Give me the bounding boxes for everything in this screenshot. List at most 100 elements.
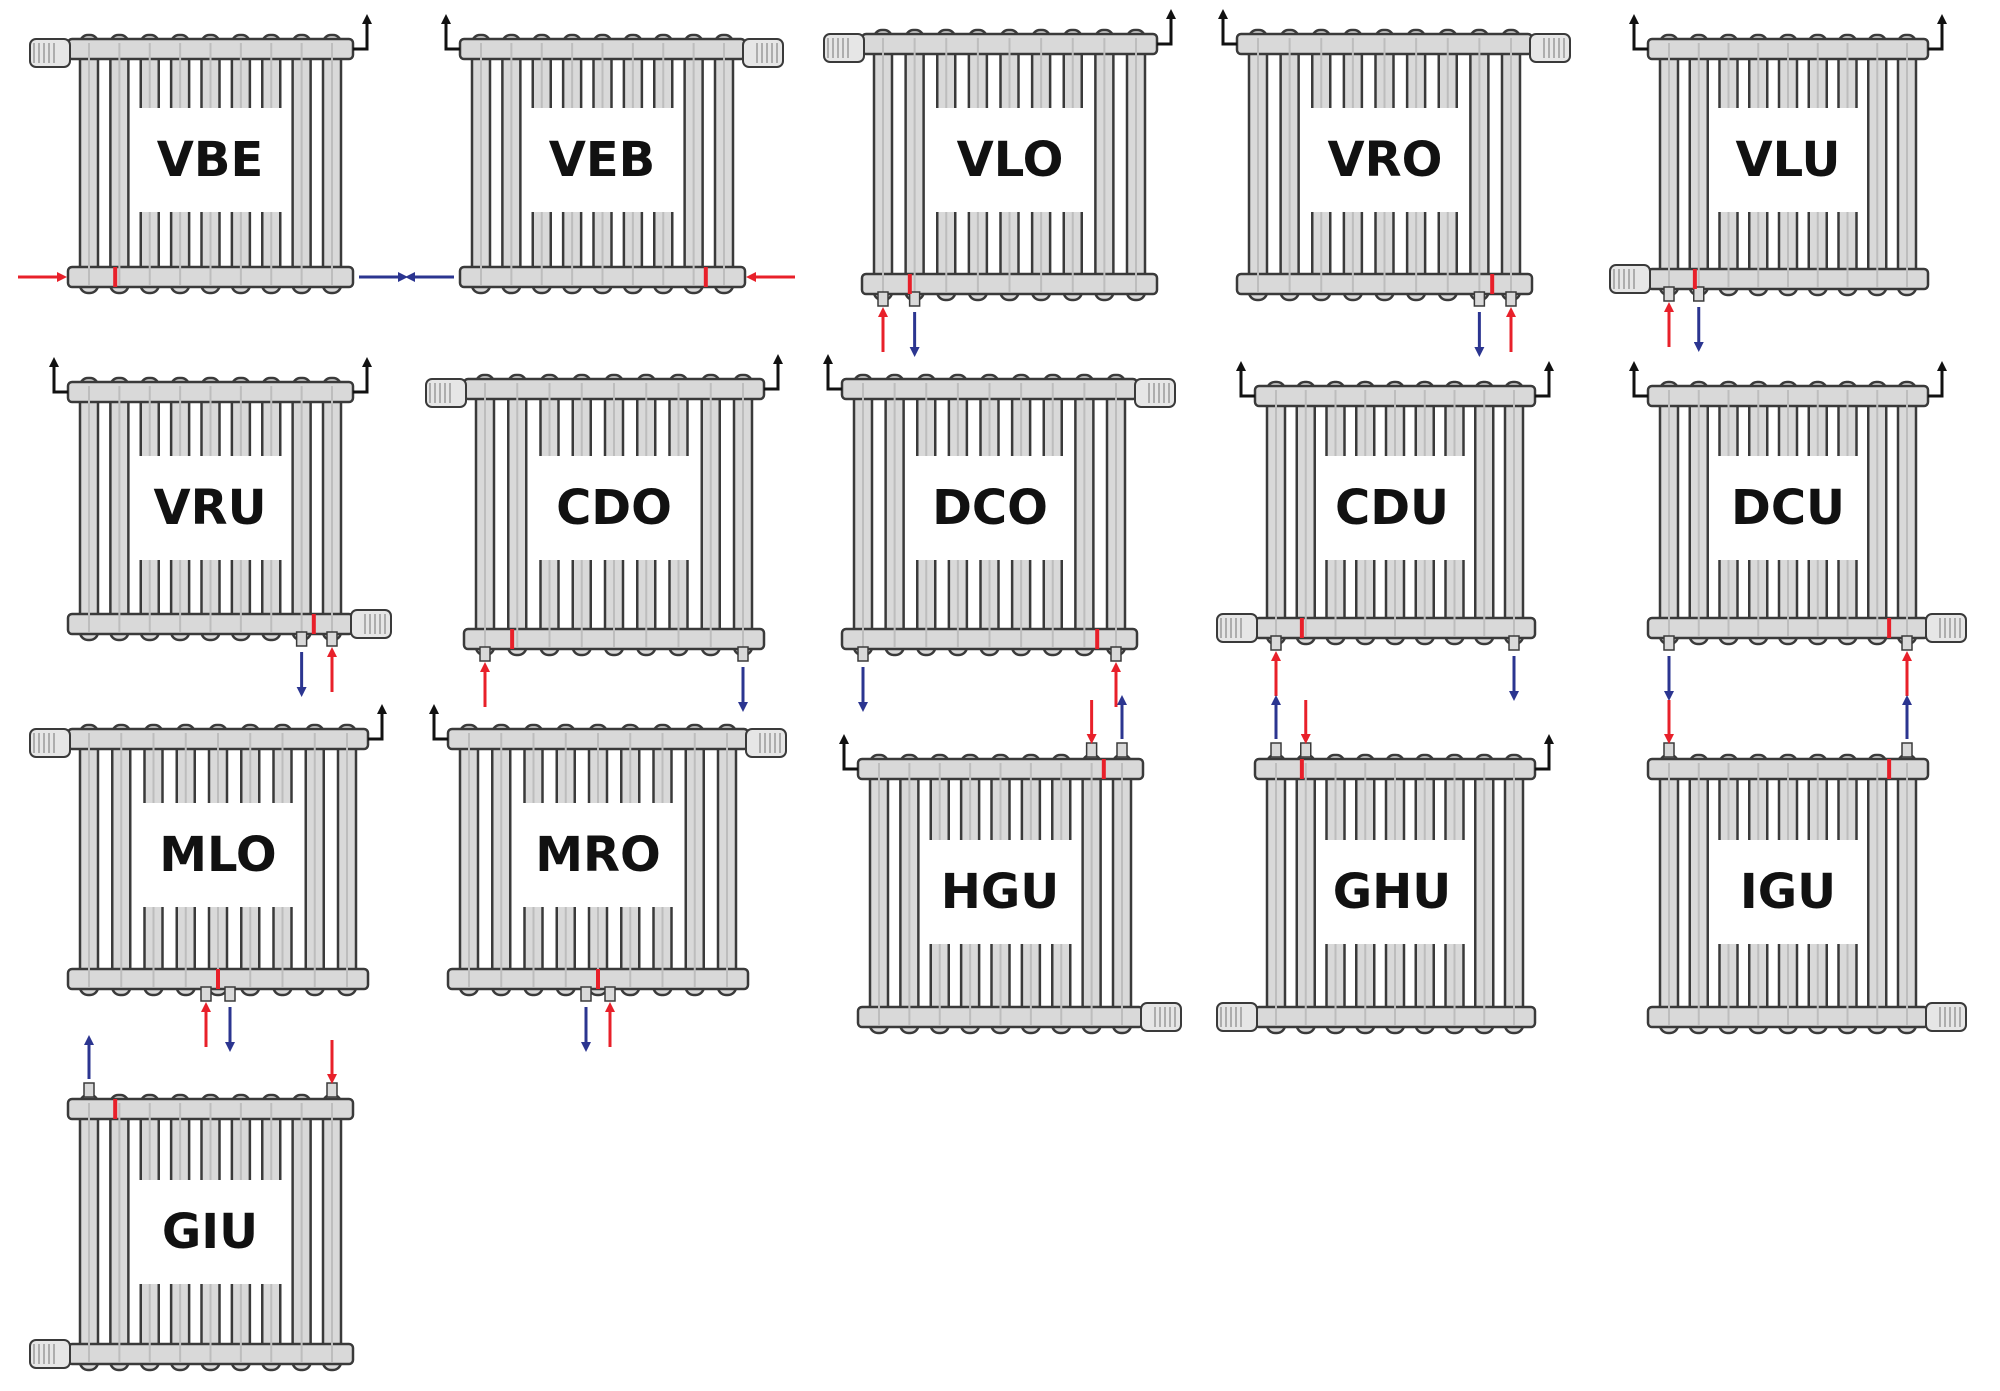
vent-arrow-icon (1535, 734, 1554, 771)
diagram-veb: VEB (405, 14, 795, 295)
diagram-label: VEB (549, 132, 656, 188)
thermostat-head-icon (29, 1339, 71, 1369)
thermostat-head-icon (745, 728, 787, 758)
vent-arrow-icon (353, 14, 372, 51)
diagram-dco: DCO (823, 354, 1176, 712)
diagram-cdu: CDU (1216, 361, 1554, 701)
supply-arrow-icon (604, 986, 616, 1047)
supply-arrow-icon (326, 1040, 338, 1098)
diagram-mlo: MLO (29, 704, 387, 1052)
diagram-label: IGU (1740, 864, 1836, 920)
supply-arrow-icon (1300, 700, 1312, 758)
thermostat-head-icon (1216, 1002, 1258, 1032)
vent-arrow-icon (1629, 14, 1648, 51)
supply-arrow-icon (1085, 700, 1098, 758)
thermostat-head-icon (1134, 378, 1176, 408)
diagram-label: GHU (1333, 864, 1452, 920)
supply-arrow-icon (200, 986, 212, 1047)
radiator-graphic (49, 357, 392, 697)
radiator-graphic (29, 704, 387, 1052)
thermostat-head-icon (1140, 1002, 1182, 1032)
diagram-label: CDU (1335, 480, 1449, 536)
radiator-graphic (405, 14, 795, 295)
radiator-graphic (823, 354, 1176, 712)
label-box (143, 803, 293, 907)
diagram-label: GIU (162, 1204, 258, 1260)
return-arrow-icon (83, 1035, 95, 1098)
supply-arrow-icon (1663, 700, 1675, 758)
vent-arrow-icon (441, 14, 460, 51)
thermostat-head-icon (742, 38, 784, 68)
vent-arrow-icon (1928, 361, 1947, 398)
return-arrow-icon (1270, 695, 1282, 758)
thermostat-head-icon (1609, 264, 1651, 294)
diagram-dcu: DCU (1629, 361, 1967, 701)
return-arrow-icon (737, 646, 749, 712)
vent-arrow-icon (1535, 361, 1554, 398)
diagram-label: VRU (153, 480, 266, 536)
thermostat-head-icon (350, 609, 392, 639)
vent-arrow-icon (1629, 361, 1648, 398)
vent-arrow-icon (839, 734, 858, 771)
diagram-igu: IGU (1646, 695, 1967, 1035)
diagram-vlo: VLO (823, 9, 1176, 357)
radiator-graphic (1646, 695, 1967, 1035)
radiator-graphic (429, 704, 787, 1052)
supply-arrow-icon (1901, 635, 1913, 696)
label-box (925, 840, 1076, 944)
radiator-graphic (1629, 361, 1967, 701)
vent-arrow-icon (1218, 9, 1237, 46)
thermostat-head-icon (1529, 33, 1571, 63)
diagram-vru: VRU (49, 357, 392, 697)
diagram-vlu: VLU (1609, 14, 1947, 352)
radiator-graphic (1609, 14, 1947, 352)
return-arrow-icon (857, 646, 869, 712)
thermostat-head-icon (29, 728, 71, 758)
radiator-graphic (425, 354, 783, 712)
label-box (135, 108, 286, 212)
label-box (1713, 840, 1863, 944)
label-box (523, 803, 673, 907)
diagram-label: DCU (1731, 480, 1845, 536)
diagram-hgu: HGU (839, 695, 1182, 1035)
radiator-graphic (29, 1035, 355, 1372)
vent-arrow-icon (1928, 14, 1947, 51)
label-box (1320, 456, 1470, 560)
diagram-label: VLO (957, 132, 1064, 188)
thermostat-head-icon (425, 378, 467, 408)
diagram-mro: MRO (429, 704, 787, 1052)
diagram-label: MLO (159, 827, 276, 883)
label-box (1713, 456, 1863, 560)
diagram-cdo: CDO (425, 354, 783, 712)
label-box (527, 108, 678, 212)
vent-arrow-icon (353, 357, 372, 394)
return-arrow-icon (1693, 286, 1705, 352)
label-box (1320, 840, 1470, 944)
thermostat-head-icon (29, 38, 71, 68)
thermostat-head-icon (823, 33, 865, 63)
return-arrow-icon (224, 986, 236, 1052)
vent-arrow-icon (368, 704, 387, 741)
diagram-vro: VRO (1218, 9, 1571, 357)
label-box (1309, 108, 1460, 212)
diagram-label: MRO (535, 827, 661, 883)
label-box (135, 456, 286, 560)
label-box (539, 456, 689, 560)
radiator-graphic (823, 9, 1176, 357)
return-arrow-icon (1116, 695, 1128, 758)
vent-arrow-icon (49, 357, 68, 394)
diagram-label: HGU (941, 864, 1060, 920)
thermostat-head-icon (1216, 613, 1258, 643)
diagram-label: VRO (1328, 132, 1443, 188)
supply-arrow-icon (326, 631, 338, 692)
supply-arrow-icon (1663, 286, 1675, 347)
supply-arrow-icon (877, 291, 889, 352)
diagram-giu: GIU (29, 1035, 355, 1372)
label-box (135, 1180, 286, 1284)
radiator-graphic (1216, 695, 1554, 1035)
vent-arrow-icon (823, 354, 842, 391)
label-box (934, 108, 1085, 212)
return-arrow-icon (1901, 695, 1913, 758)
return-arrow-icon (580, 986, 592, 1052)
radiator-graphic (839, 695, 1182, 1035)
